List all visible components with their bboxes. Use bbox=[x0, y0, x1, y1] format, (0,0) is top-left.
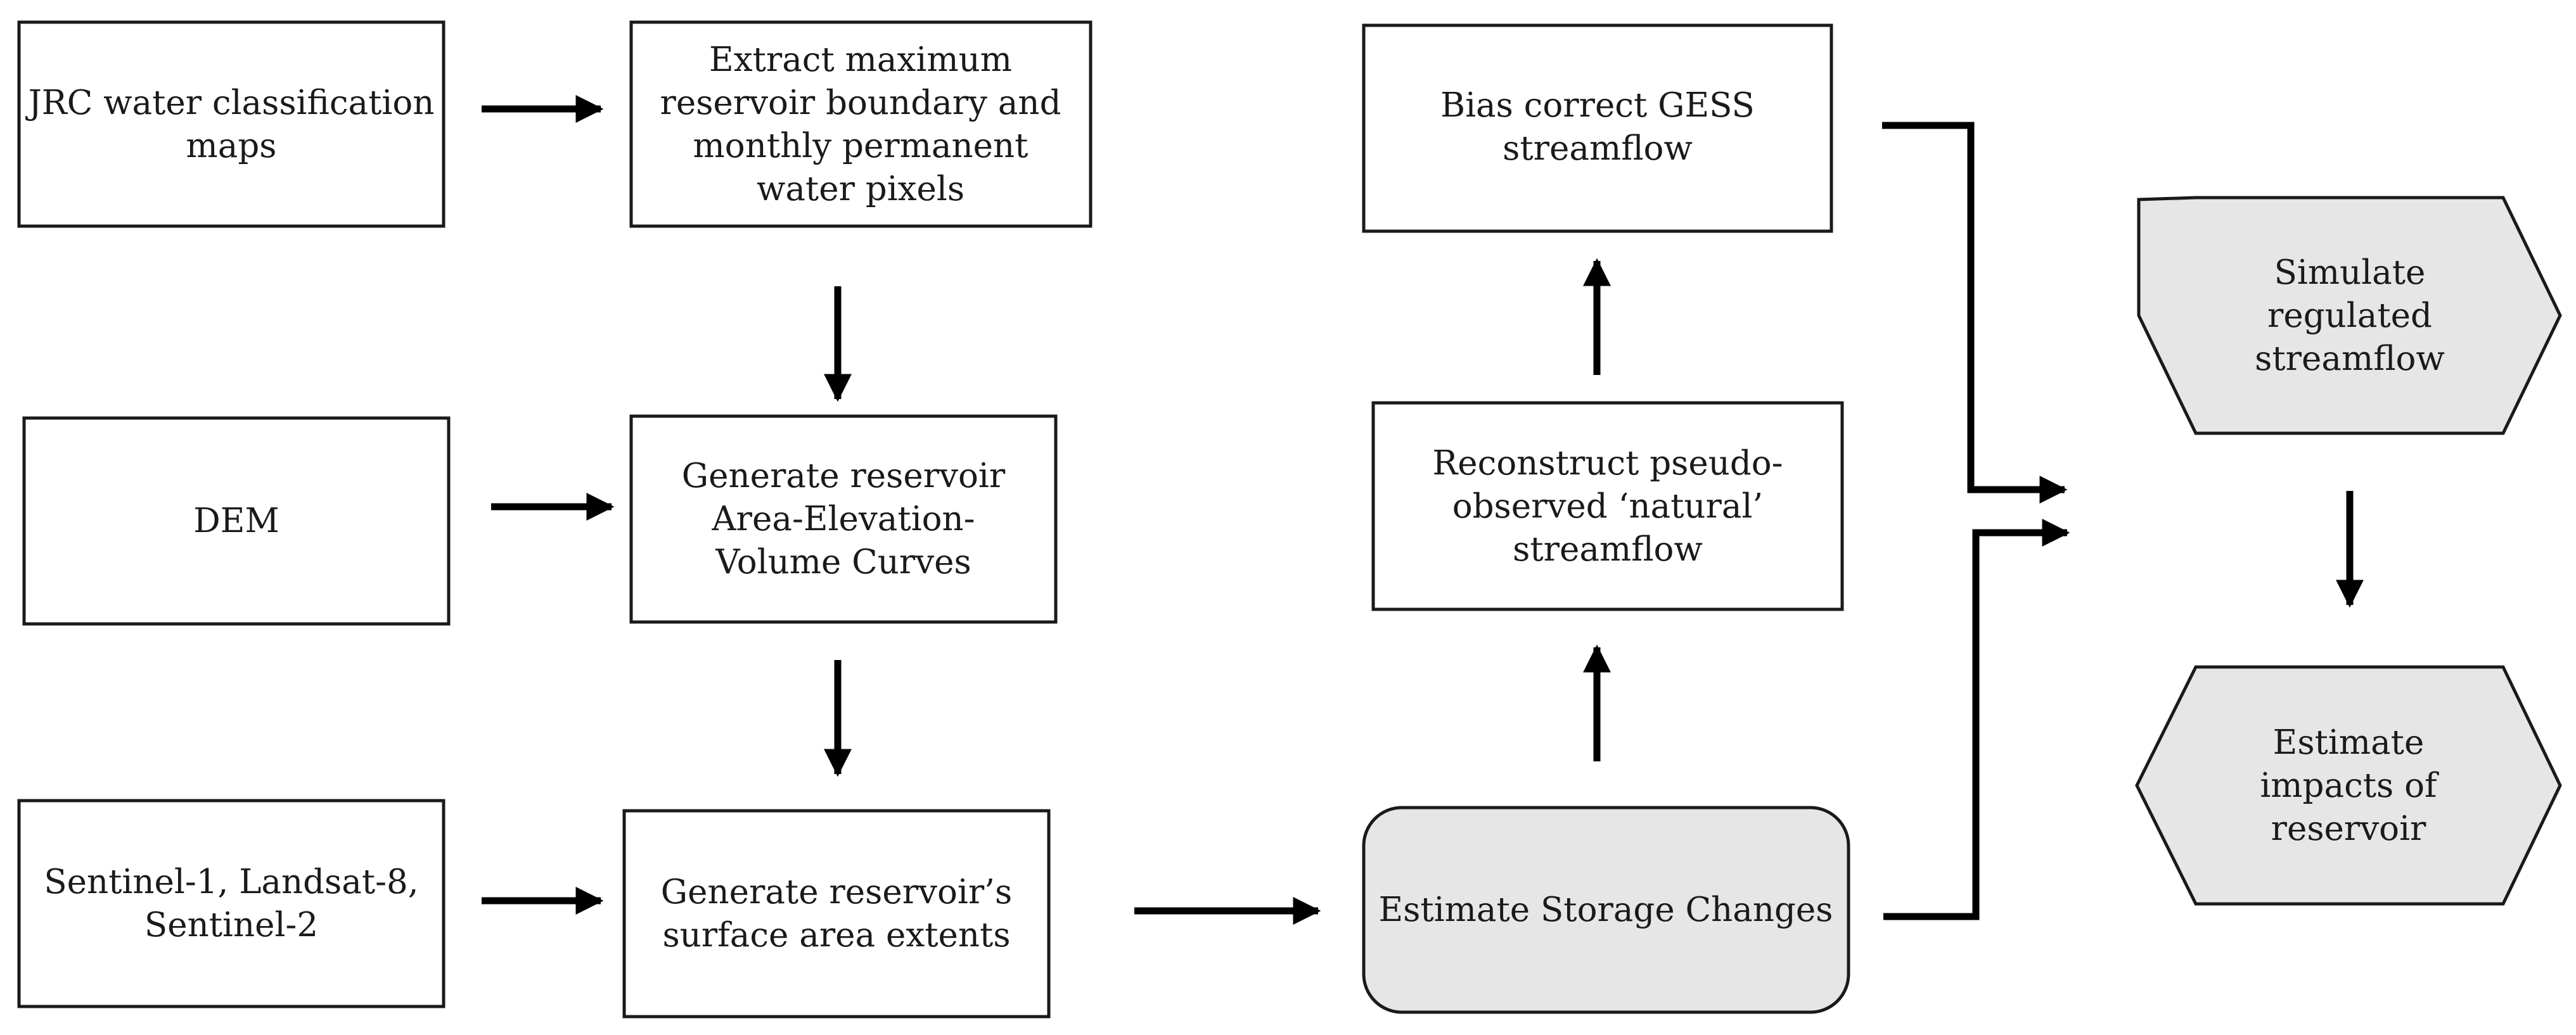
bias-label-line: streamflow bbox=[1503, 129, 1693, 168]
node-reconstruct-box bbox=[1371, 401, 1844, 611]
node-impacts-hexagon bbox=[2135, 665, 2562, 906]
node-jrc-label: JRC water classification maps bbox=[25, 84, 435, 165]
node-dem-box bbox=[22, 416, 451, 626]
node-sentinel-label: Sentinel-1, Landsat-8, Sentinel-2 bbox=[44, 863, 418, 944]
node-extract-label: Extract maximum reservoir boundary and mon… bbox=[660, 41, 1061, 208]
node-aev-box bbox=[629, 414, 1058, 624]
storage-label-line: Estimate Storage Changes bbox=[1378, 891, 1833, 929]
extract-label-line: monthly permanent bbox=[693, 127, 1028, 165]
surface-label-line: surface area extents bbox=[662, 916, 1010, 955]
extract-label-line: Extract maximum bbox=[709, 41, 1012, 79]
reconstruct-label-line: streamflow bbox=[1513, 530, 1703, 569]
arrow-storage-to-simulate bbox=[1883, 519, 2070, 920]
bias-label-line: Bias correct GESS bbox=[1440, 86, 1755, 125]
node-dem-label: DEM bbox=[193, 502, 279, 540]
node-storage-label: Estimate Storage Changes bbox=[1378, 891, 1833, 929]
node-impacts-label: Estimate impacts of reservoir bbox=[2260, 723, 2439, 848]
simulate-label-line: streamflow bbox=[2255, 340, 2445, 378]
node-sentinel-box bbox=[17, 799, 445, 1008]
dem-label-line: DEM bbox=[193, 502, 279, 540]
simulate-label-line: regulated bbox=[2267, 296, 2432, 335]
sentinel-label-line: Sentinel-2 bbox=[144, 906, 318, 944]
impacts-label-line: Estimate bbox=[2273, 723, 2425, 762]
node-jrc-box bbox=[17, 20, 445, 228]
node-extract-box bbox=[629, 20, 1093, 228]
aev-label-line: Area-Elevation- bbox=[711, 500, 975, 538]
node-simulate-hexagon bbox=[2137, 196, 2562, 435]
sentinel-label-line: Sentinel-1, Landsat-8, bbox=[44, 863, 418, 901]
jrc-label-line: JRC water classification bbox=[25, 84, 435, 122]
jrc-label-line: maps bbox=[186, 127, 277, 165]
node-simulate-label: Simulate regulated streamflow bbox=[2255, 253, 2445, 378]
extract-label-line: reservoir boundary and bbox=[660, 84, 1061, 122]
node-bias-label: Bias correct GESS streamflow bbox=[1440, 86, 1755, 168]
impacts-label-line: reservoir bbox=[2271, 810, 2426, 848]
node-surface-label: Generate reservoir’s surface area extents bbox=[661, 873, 1012, 955]
extract-label-line: water pixels bbox=[757, 170, 964, 208]
node-storage-box bbox=[1362, 806, 1850, 1014]
surface-label-line: Generate reservoir’s bbox=[661, 873, 1012, 911]
reconstruct-label-line: Reconstruct pseudo- bbox=[1432, 444, 1783, 483]
node-surface-box bbox=[622, 809, 1051, 1019]
reconstruct-label-line: observed ‘natural’ bbox=[1452, 487, 1764, 526]
aev-label-line: Volume Curves bbox=[715, 543, 971, 581]
node-bias-box bbox=[1362, 23, 1833, 233]
aev-label-line: Generate reservoir bbox=[682, 457, 1006, 495]
impacts-label-line: impacts of bbox=[2260, 766, 2439, 805]
arrow-bias-to-simulate bbox=[1882, 122, 2068, 504]
simulate-label-line: Simulate bbox=[2274, 253, 2426, 292]
node-reconstruct-label: Reconstruct pseudo-observed ‘natural’ str… bbox=[1432, 444, 1783, 569]
